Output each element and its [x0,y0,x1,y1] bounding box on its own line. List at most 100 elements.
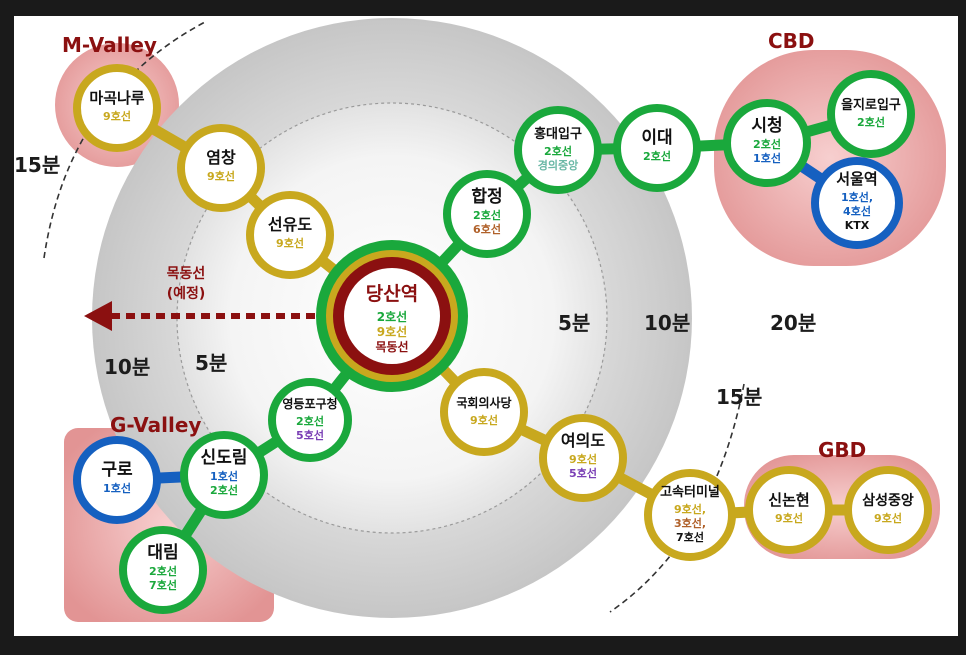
station-line-label: 2호선 [544,144,572,158]
station-ring [514,106,602,194]
station-name: 신도림 [201,448,248,468]
time-15min-left: 15분 [14,153,60,177]
station-line-label: 2호선 [473,208,501,222]
station-name: 합정 [471,186,502,207]
station-name: 고속터미널 [660,484,720,500]
station-line-label: 9호선 [775,511,803,525]
hub-core [344,268,440,364]
station-ring [119,526,207,614]
station-line-label: 9호선 [207,169,235,183]
district-g-valley: G-Valley [110,413,201,437]
station-ring [844,466,932,554]
station-line-label: 7호선 [676,530,704,544]
station-ring [723,99,811,187]
station-ring [745,466,833,554]
station-ring [644,469,736,561]
station-ring [246,191,334,279]
station-name: 선유도 [268,215,312,234]
station-line-label: 5호선 [296,428,324,442]
station-line-label: 9호선 [569,452,597,466]
station-line-label: 6호선 [473,222,501,236]
station-name: 대림 [147,543,178,563]
district-cbd: CBD [768,29,815,53]
mokdong-label-planned: (예정) [167,285,206,302]
station-line-label: 2호선 [296,414,324,428]
time-5min-left: 5분 [195,351,227,375]
station-yeomchang[interactable]: 염창 9호선 [177,124,265,212]
station-ring [180,431,268,519]
station-line-label: 2호선 [753,137,781,151]
station-name: 영등포구청 [282,396,337,411]
station-express-bus[interactable]: 고속터미널 9호선,3호선,7호선 [644,469,736,561]
time-5min-right: 5분 [558,311,590,335]
station-name: 을지로입구 [841,97,901,113]
hub-line-2: 2호선 [377,309,407,324]
station-line-label: 7호선 [149,578,177,592]
hub-line-9: 9호선 [377,324,407,339]
station-ring [177,124,265,212]
station-name: 삼성중앙 [862,492,914,509]
station-name: 여의도 [561,431,605,450]
station-ring [440,368,528,456]
station-dangsan[interactable]: 당산역 2호선 9호선 목동선 [316,240,468,392]
time-10min-right: 10분 [644,311,690,335]
station-line-label: 1호선, [841,190,873,204]
mokdong-arrowhead [84,301,112,331]
station-line-label: 2호선 [857,115,885,129]
station-ring [443,170,531,258]
station-line-label: 2호선 [149,564,177,578]
station-line-label: KTX [845,219,870,232]
station-line-label: 9호선 [276,236,304,250]
station-ring [827,70,915,158]
station-name: 구로 [101,460,133,480]
station-seonyudo[interactable]: 선유도 9호선 [246,191,334,279]
station-euljiro[interactable]: 을지로입구 2호선 [827,70,915,158]
station-ring [811,157,903,249]
station-line-label: 2호선 [210,483,238,497]
station-ring [539,414,627,502]
station-line-label: 1호선 [103,481,131,495]
stations: 마곡나루9호선염창9호선선유도9호선합정2호선6호선홍대입구2호선경의중앙이대2… [73,64,932,614]
station-line-label: 1호선 [210,469,238,483]
station-name: 염창 [206,148,236,167]
station-name: 국회의사당 [456,395,511,410]
station-line-label: 9호선 [874,511,902,525]
station-name: 시청 [751,115,782,136]
mokdong-label: 목동선 [167,266,206,282]
station-line-label: 4호선 [843,204,871,218]
station-ring [73,64,161,152]
station-line-label: 3호선, [674,516,706,530]
hub-name: 당산역 [366,283,418,305]
station-line-label: 9호선 [103,109,131,123]
station-line-label: 5호선 [569,466,597,480]
station-name: 홍대입구 [534,126,582,142]
station-ring [268,378,352,462]
district-m-valley: M-Valley [62,33,157,57]
station-line-label: 경의중앙 [538,158,578,172]
station-samseong[interactable]: 삼성중앙 9호선 [844,466,932,554]
district-gbd: GBD [818,438,866,462]
hub-line-mokdong: 목동선 [375,339,408,354]
station-ring [73,436,161,524]
station-ring [613,104,701,192]
station-line-label: 2호선 [643,149,671,163]
station-line-label: 9호선, [674,502,706,516]
station-line-label: 1호선 [753,151,781,165]
station-name: 이대 [641,128,672,148]
time-10min-left: 10분 [104,355,150,379]
